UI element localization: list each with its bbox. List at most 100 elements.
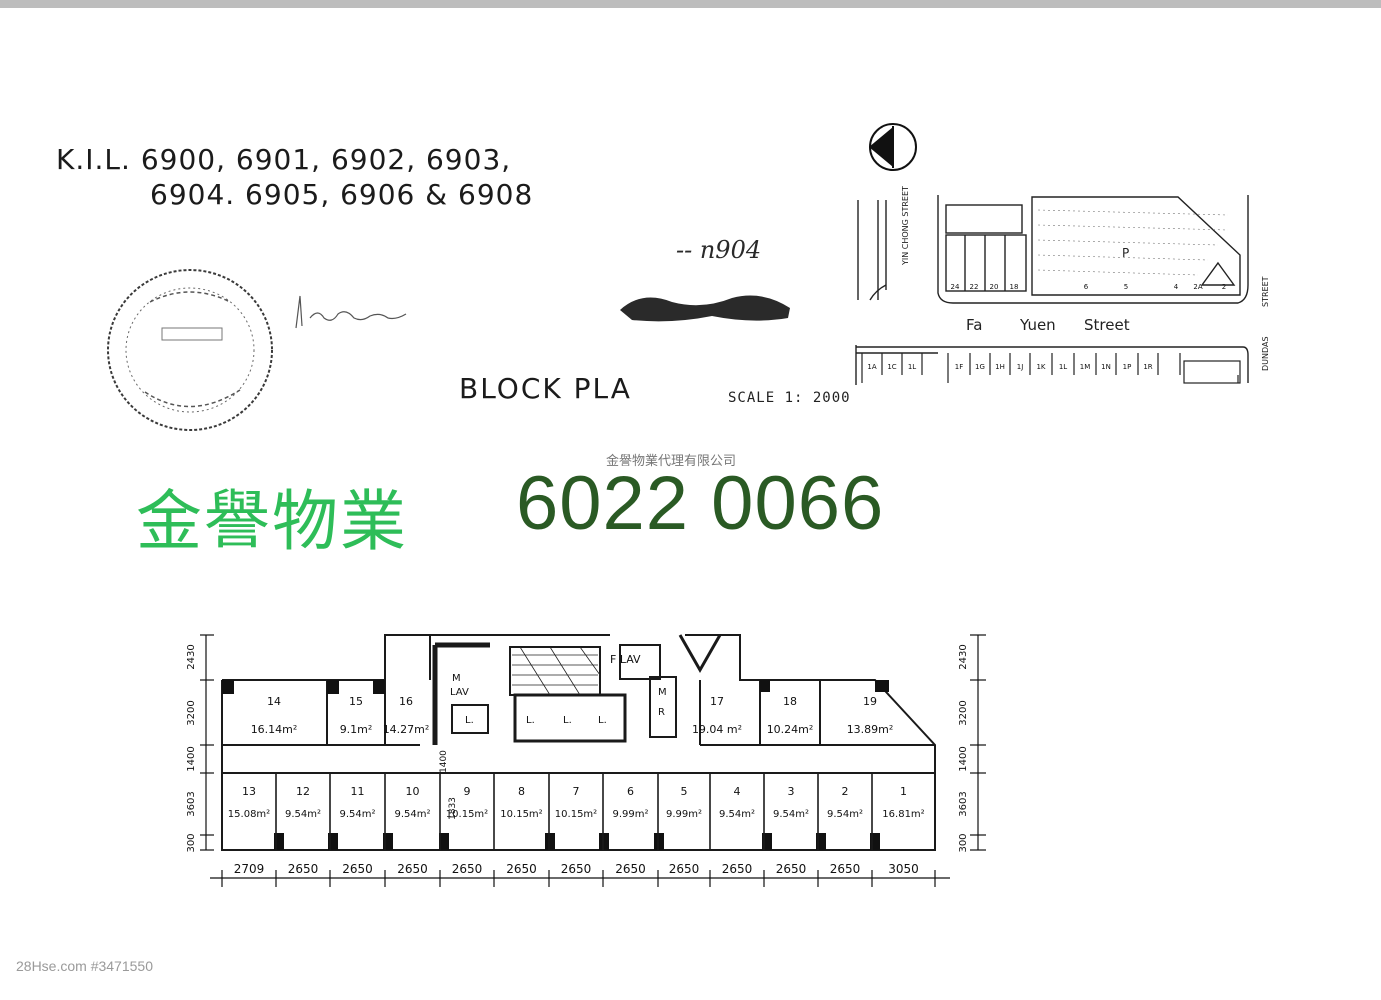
side-dimension-left: 2430 (186, 644, 197, 669)
side-dimensions: 2430 2430 3200 3200 1400 1400 3603 3603 300 300 (186, 644, 969, 852)
room-number: 19 (863, 695, 877, 708)
room-area: 9.54m² (285, 809, 321, 820)
lower-lot-number: 1L (1059, 363, 1067, 371)
side-dimension-left: 3200 (186, 700, 197, 725)
room-area: 9.99m² (612, 809, 648, 820)
room-area: 9.54m² (339, 809, 375, 820)
room-area: 14.27m² (383, 723, 430, 736)
room-number: 6 (627, 785, 634, 798)
dimension-label: 2650 (506, 862, 537, 876)
male-lav-letter: M (452, 673, 461, 684)
room-area: 10.15m² (555, 809, 597, 820)
dimension-label: 2650 (615, 862, 646, 876)
dimension-label: 3050 (888, 862, 919, 876)
upper-lot-number-right: 6 (1084, 283, 1089, 291)
street-label-yin-chong: YIN CHONG STREET (901, 186, 910, 266)
lot-numbers-line2: 6904. 6905, 6906 & 6908 (150, 178, 534, 211)
upper-lot-number-right: 2 (1222, 283, 1226, 291)
room-area: 9.54m² (719, 809, 755, 820)
lower-lot-number: 1M (1080, 363, 1091, 371)
side-dimension-right: 2430 (958, 644, 969, 669)
room-number: 18 (783, 695, 797, 708)
room-number: 15 (349, 695, 363, 708)
bottom-room-labels: 1315.08m²129.54m²119.54m²109.54m²910.15m… (228, 785, 925, 820)
room-area: 16.81m² (882, 809, 924, 820)
lower-lot-number: 1H (995, 363, 1005, 371)
corridor-dimension-2: 1833 (448, 797, 458, 820)
room-area: 10.24m² (767, 723, 814, 736)
room-area: 19.04 m² (692, 723, 742, 736)
street-label-dundas-upper: STREET (1261, 276, 1270, 307)
mr-label-m: M (658, 687, 667, 698)
lower-lot-number: 1A (867, 363, 876, 371)
top-border (0, 0, 1381, 8)
side-dimension-right: 3200 (958, 700, 969, 725)
room-area: 16.14m² (251, 723, 298, 736)
street-label-dundas-lower: DUNDAS (1261, 336, 1270, 371)
side-dimension-left: 1400 (186, 746, 197, 771)
handwritten-reference: -- n904 (676, 236, 762, 264)
phone-number: 6022 0066 (516, 461, 885, 546)
room-number: 12 (296, 785, 310, 798)
room-area: 10.15m² (500, 809, 542, 820)
upper-lot-number-right: 4 (1174, 283, 1179, 291)
lower-lot-number: 1K (1036, 363, 1045, 371)
room-number: 14 (267, 695, 281, 708)
lower-lot-number: 1G (975, 363, 985, 371)
lift-label-4: L. (598, 715, 607, 726)
upper-lot-number: 24 (951, 283, 960, 291)
upper-lot-number-right: 2A (1193, 283, 1202, 291)
street-label-fa: Fa (966, 316, 982, 334)
side-dimension-left: 3603 (186, 791, 197, 816)
lower-lot-number: 1L (908, 363, 916, 371)
dimension-label: 2650 (452, 862, 483, 876)
park-label: P (1122, 246, 1129, 260)
lower-lot-number: 1F (955, 363, 963, 371)
room-area: 9.99m² (666, 809, 702, 820)
side-dimension-right: 1400 (958, 746, 969, 771)
upper-lot-number: 22 (970, 283, 979, 291)
lower-lot-number: 1P (1123, 363, 1132, 371)
lower-lot-number: 1C (887, 363, 896, 371)
female-lav-label: F LAV (610, 653, 641, 666)
north-arrow-icon (869, 123, 917, 171)
lift-label-3: L. (563, 715, 572, 726)
room-number: 3 (788, 785, 795, 798)
upper-lot-number: 18 (1010, 283, 1019, 291)
room-number: 5 (681, 785, 688, 798)
redacted-mark (620, 295, 790, 322)
company-full-name: 金譽物業代理有限公司 (606, 454, 737, 469)
scale-label: SCALE 1: 2000 (728, 390, 851, 406)
room-number: 11 (351, 785, 365, 798)
room-number: 4 (734, 785, 741, 798)
dimension-label: 2709 (234, 862, 265, 876)
room-area: 9.1m² (340, 723, 373, 736)
street-label-street: Street (1084, 316, 1130, 334)
street-label-yuen: Yuen (1019, 316, 1056, 334)
male-lav-label: LAV (450, 687, 469, 698)
dimension-label: 2650 (397, 862, 428, 876)
room-area: 13.89m² (847, 723, 894, 736)
side-dimension-right: 300 (958, 833, 969, 852)
official-stamp (107, 269, 273, 431)
room-number: 17 (710, 695, 724, 708)
room-number: 16 (399, 695, 413, 708)
lift-label-1: L. (465, 715, 474, 726)
upper-lot-numbers-right: 6 5 4 2A 2 (1084, 283, 1226, 291)
room-area: 15.08m² (228, 809, 270, 820)
room-number: 2 (842, 785, 849, 798)
lower-lot-number: 1J (1017, 363, 1024, 371)
dimension-label: 2650 (722, 862, 753, 876)
side-dimension-left: 300 (186, 833, 197, 852)
dimension-label: 2650 (669, 862, 700, 876)
room-number: 9 (464, 785, 471, 798)
room-number: 10 (406, 785, 420, 798)
watermark: 28Hse.com #3471550 (16, 958, 153, 974)
upper-lot-number-right: 5 (1124, 283, 1128, 291)
side-dimension-right: 3603 (958, 791, 969, 816)
dimension-label: 2650 (342, 862, 373, 876)
mr-label-r: R (658, 707, 665, 718)
